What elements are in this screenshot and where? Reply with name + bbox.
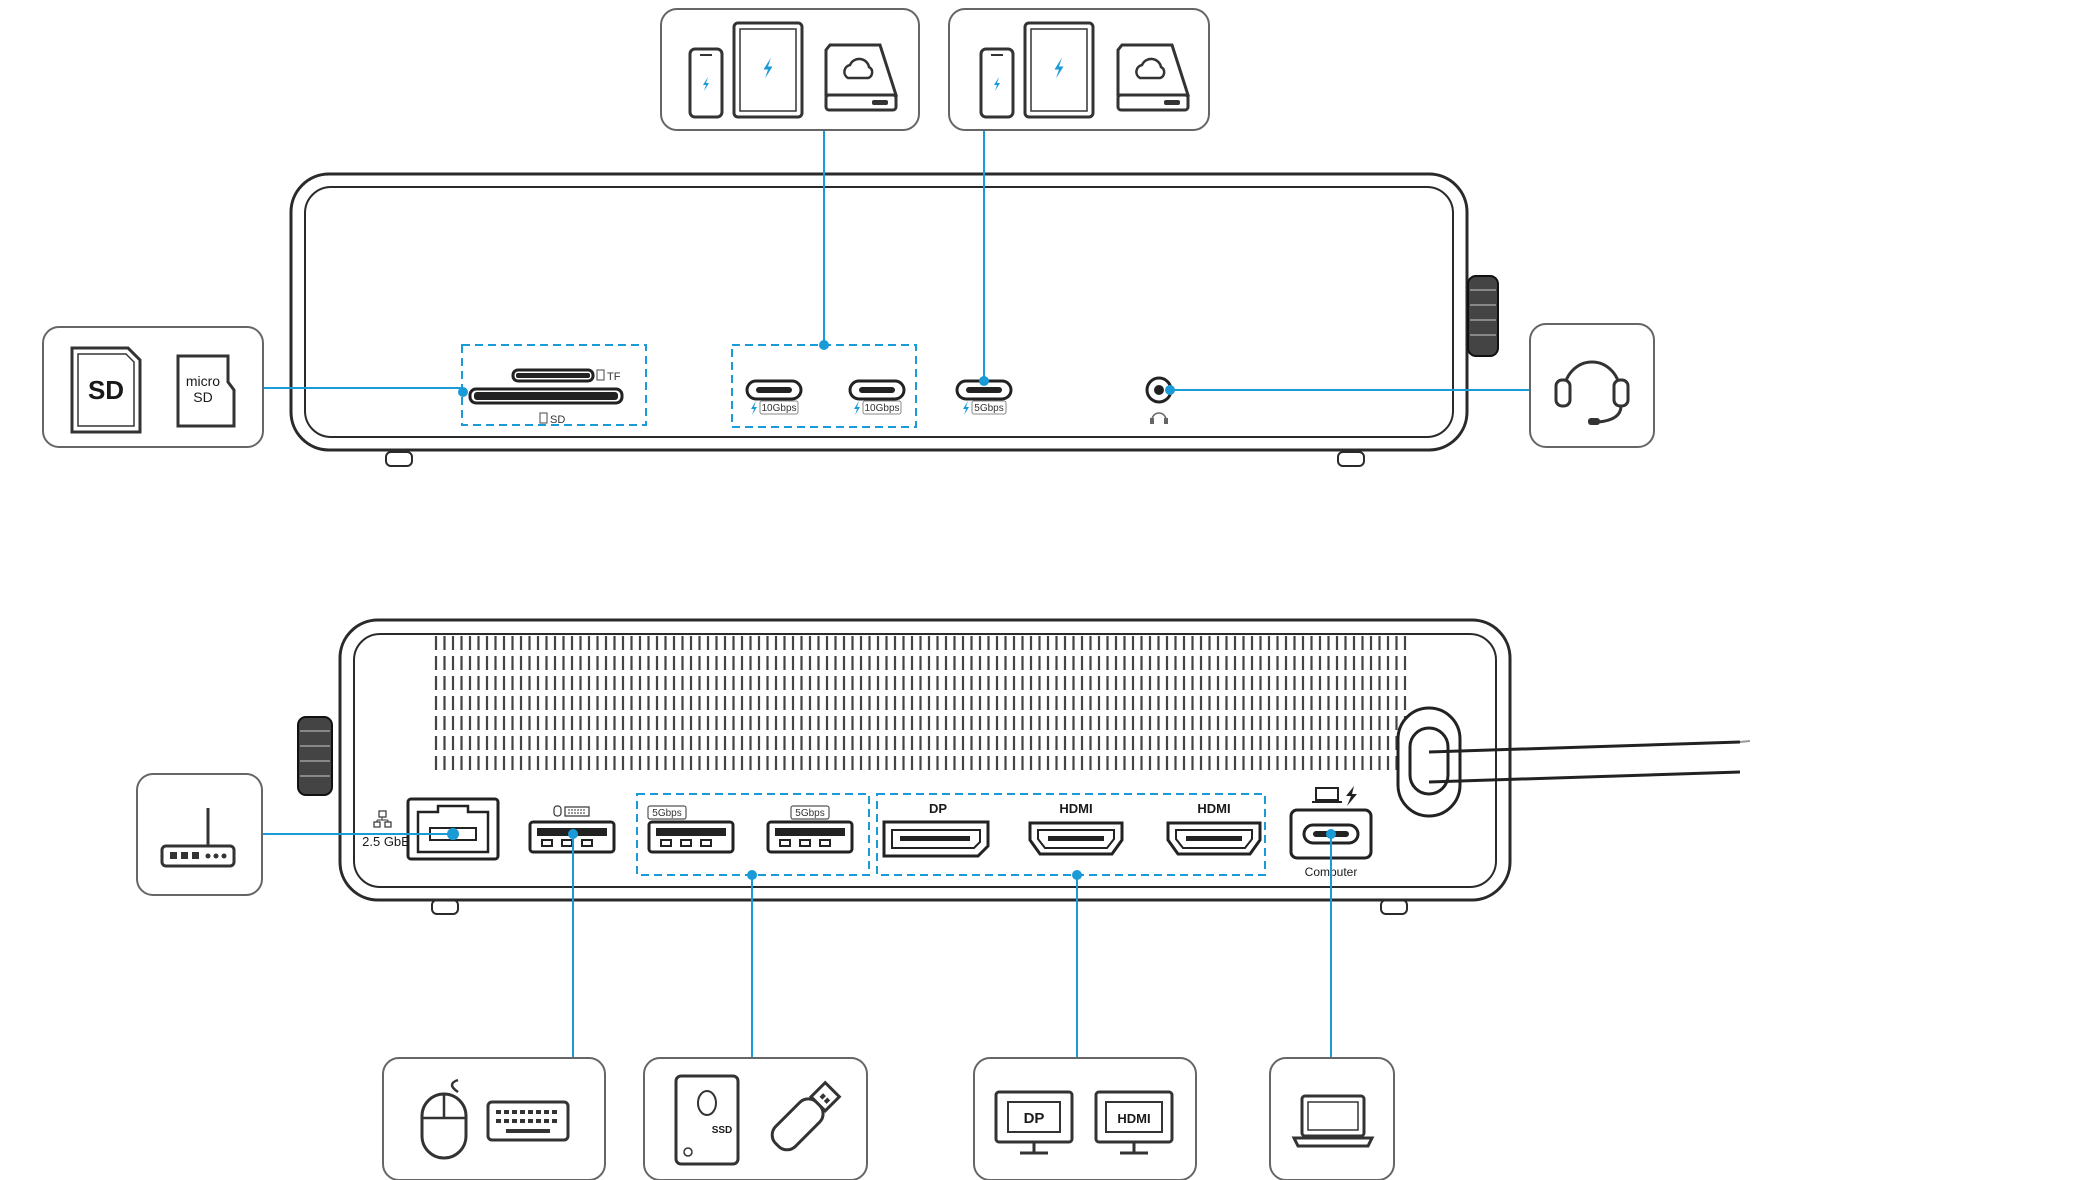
- video-output-group: DP HDMI HDMI: [876, 793, 1266, 880]
- mouse-icon: [420, 1078, 468, 1160]
- power-cable: [1396, 706, 1751, 818]
- micro-sd-label-bottom: SD: [193, 389, 212, 405]
- dp-monitor-icon: DP: [994, 1090, 1074, 1155]
- laptop-charge-small-icon: [1312, 786, 1357, 806]
- usb-a-port-2-speed: 5Gbps: [795, 808, 824, 819]
- storage-callout: SSD: [643, 1057, 868, 1180]
- headset-icon: [1554, 360, 1630, 425]
- sd-slot-label: SD: [550, 414, 565, 426]
- front-connector-lines: [263, 130, 1530, 391]
- network-icon: [373, 810, 392, 828]
- external-drive-icon: [1116, 43, 1191, 112]
- usb-c-port-1-speed: 10Gbps: [761, 403, 796, 414]
- router-callout: [136, 773, 263, 896]
- rear-connector-lines: [263, 833, 1332, 1058]
- micro-sd-card-icon: micro SD: [176, 354, 236, 428]
- usb-c-port-2: 10Gbps: [848, 379, 906, 415]
- monitors-callout: DP HDMI: [973, 1057, 1197, 1180]
- hdmi-monitor-label: HDMI: [1117, 1111, 1150, 1126]
- micro-sd-label-top: micro: [186, 373, 220, 389]
- usb-a-port-1-speed: 5Gbps: [652, 808, 681, 819]
- tablet-icon: [732, 21, 804, 119]
- mouse-keyboard-small-icon: [553, 805, 590, 817]
- side-knob: [1467, 275, 1499, 357]
- ssd-drive-icon: SSD: [674, 1074, 740, 1166]
- tablet-icon: [1023, 21, 1095, 119]
- external-drive-icon: [824, 43, 899, 112]
- vent-grille: [434, 636, 1407, 770]
- front-dock-unit: TF SD 10Gbps 10Gbps: [289, 172, 1499, 467]
- front-usb-c-group: 10Gbps 10Gbps: [731, 340, 917, 428]
- laptop-callout: [1269, 1057, 1395, 1180]
- phone-icon: [979, 47, 1015, 119]
- usb-c-port-3-speed: 5Gbps: [974, 403, 1003, 414]
- card-reader-slots: TF SD: [458, 344, 647, 426]
- hdmi-port-2-label: HDMI: [1197, 801, 1230, 816]
- ethernet-label: 2.5 GbE: [362, 834, 410, 849]
- rear-dock-unit: 2.5 GbE 5Gbps: [297, 618, 1751, 915]
- dp-monitor-label: DP: [1024, 1110, 1045, 1127]
- sd-card-label: SD: [88, 375, 124, 405]
- usb-c-port-1: 10Gbps: [745, 379, 803, 415]
- usb-c-port-2-speed: 10Gbps: [864, 403, 899, 414]
- usb-a-port-2: 5Gbps: [766, 805, 854, 854]
- dp-port-label: DP: [929, 801, 947, 816]
- sd-card-icon: SD: [70, 346, 142, 434]
- hdmi-port-2: HDMI: [1166, 801, 1262, 856]
- card-reader-callout: SD micro SD: [42, 326, 264, 448]
- headset-callout: [1529, 323, 1655, 448]
- hdmi-port-1: HDMI: [1028, 801, 1124, 856]
- mouse-keyboard-callout: [382, 1057, 606, 1180]
- dp-port: DP: [882, 801, 990, 858]
- usb-c-devices-callout-1: [660, 8, 920, 131]
- router-icon: [160, 808, 236, 868]
- laptop-icon: [1291, 1094, 1375, 1148]
- usb-flash-drive-icon: [770, 1080, 842, 1152]
- hdmi-monitor-icon: HDMI: [1094, 1090, 1174, 1155]
- tf-slot-label: TF: [607, 371, 621, 383]
- usb-c-devices-callout-2: [948, 8, 1210, 131]
- usb-a-port-1: 5Gbps: [647, 805, 735, 854]
- headphone-small-icon: [1150, 412, 1168, 424]
- hdmi-port-1-label: HDMI: [1059, 801, 1092, 816]
- ssd-label: SSD: [712, 1125, 733, 1136]
- keyboard-icon: [486, 1100, 570, 1142]
- phone-icon: [688, 47, 724, 119]
- side-knob: [297, 716, 333, 796]
